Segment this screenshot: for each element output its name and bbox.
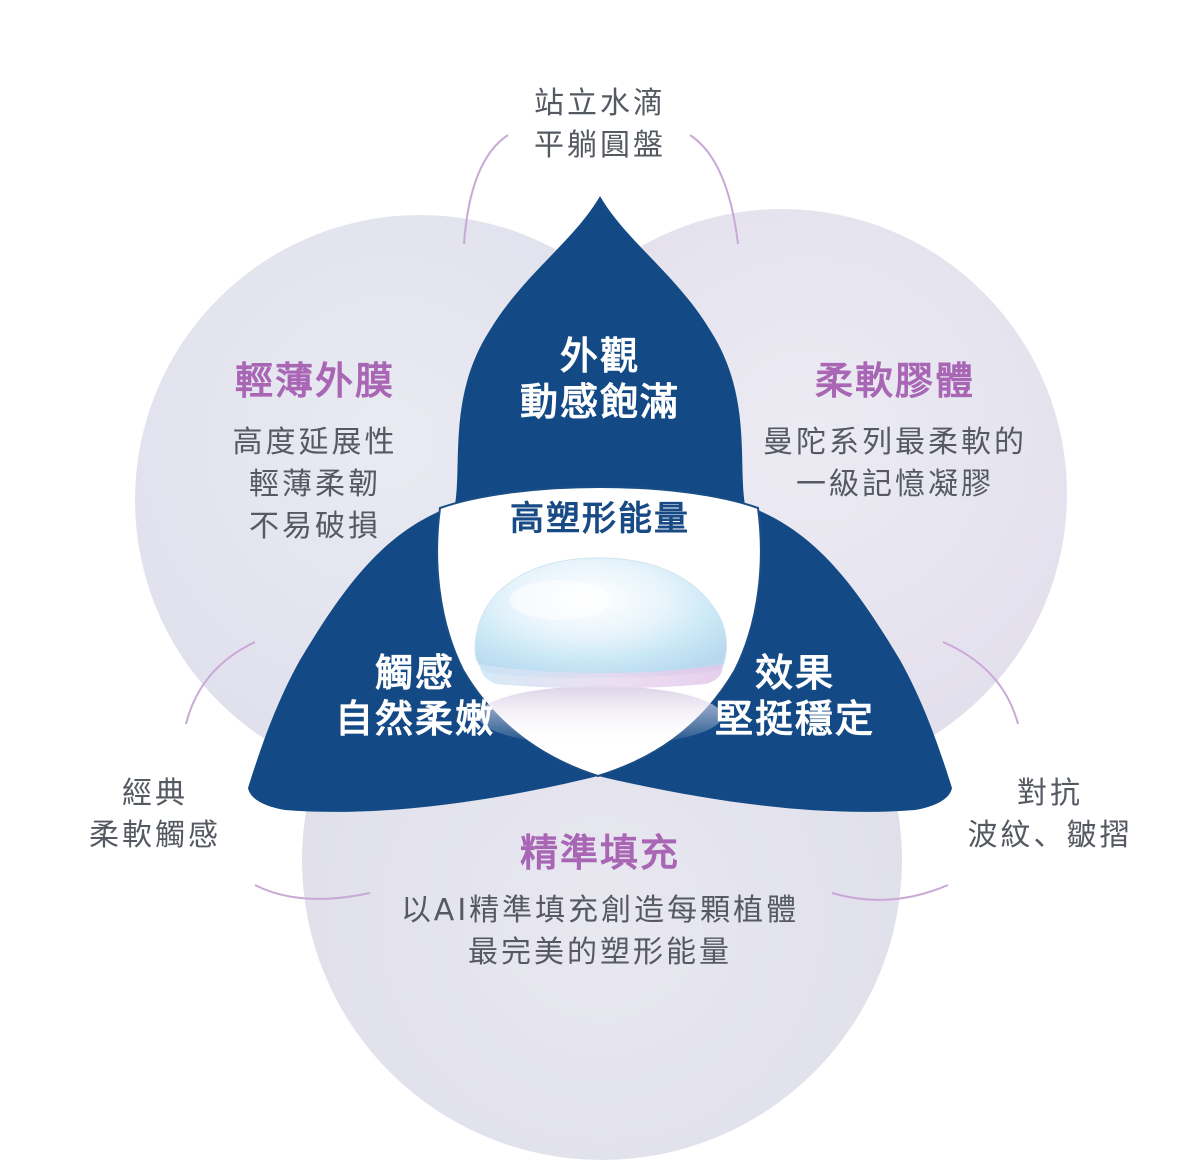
- circle-bottom-title: 精準填充: [519, 831, 680, 875]
- circle-left-line-1: 高度延展性: [232, 425, 398, 460]
- circle-right-text: 柔軟膠體 曼陀系列最柔軟的 一級記憶凝膠: [730, 358, 1060, 506]
- label-effect-line-1: 效果: [754, 651, 835, 695]
- arc-top-right: [689, 134, 739, 245]
- circle-bottom-text: 精準填充 以AI精準填充創造每顆植體 最完美的塑形能量: [360, 830, 840, 974]
- label-appearance-line-1: 外觀: [559, 334, 640, 378]
- center-label: 高塑形能量: [450, 498, 750, 540]
- label-appearance-line-2: 動感飽滿: [519, 380, 680, 424]
- implant-shadow: [478, 686, 722, 746]
- arc-top-left: [463, 134, 509, 245]
- circle-left-line-3: 不易破損: [249, 509, 381, 544]
- implant-base: [480, 664, 723, 689]
- label-touch-line-2: 自然柔嫩: [334, 697, 495, 741]
- outer-label-right-line-1: 對抗: [1017, 776, 1083, 811]
- circle-right-title: 柔軟膠體: [814, 359, 975, 403]
- label-touch: 觸感 自然柔嫩: [290, 650, 540, 742]
- circle-right-line-2: 一級記憶凝膠: [796, 467, 994, 502]
- label-effect: 效果 堅挺穩定: [670, 650, 920, 742]
- arc-right-lower: [831, 884, 949, 901]
- outer-label-left-line-1: 經典: [122, 776, 188, 811]
- circle-left-title: 輕薄外膜: [234, 359, 395, 403]
- implant-highlight: [510, 580, 610, 620]
- circle-left-text: 輕薄外膜 高度延展性 輕薄柔韌 不易破損: [165, 358, 465, 548]
- label-appearance: 外觀 動感飽滿: [450, 333, 750, 425]
- outer-label-top-line-1: 站立水滴: [534, 86, 666, 121]
- circle-bottom-line-1: 以AI精準填充創造每顆植體: [400, 893, 800, 928]
- circle-left-line-2: 輕薄柔韌: [249, 467, 381, 502]
- circle-right-line-1: 曼陀系列最柔軟的: [763, 425, 1027, 460]
- outer-label-left-line-2: 柔軟觸感: [89, 818, 221, 853]
- circle-bottom-line-2: 最完美的塑形能量: [468, 935, 732, 970]
- outer-label-right: 對抗 波紋、皺摺: [945, 773, 1155, 857]
- arc-right-upper: [942, 641, 1019, 725]
- arc-left-lower: [254, 884, 371, 900]
- outer-label-top: 站立水滴 平躺圓盤: [480, 83, 720, 167]
- label-effect-line-2: 堅挺穩定: [714, 697, 875, 741]
- arc-left-upper: [185, 641, 256, 725]
- outer-label-top-line-2: 平躺圓盤: [534, 128, 666, 163]
- outer-label-left: 經典 柔軟觸感: [50, 773, 260, 857]
- label-touch-line-1: 觸感: [374, 651, 455, 695]
- center-label-text: 高塑形能量: [510, 499, 690, 539]
- outer-label-right-line-2: 波紋、皺摺: [967, 818, 1133, 853]
